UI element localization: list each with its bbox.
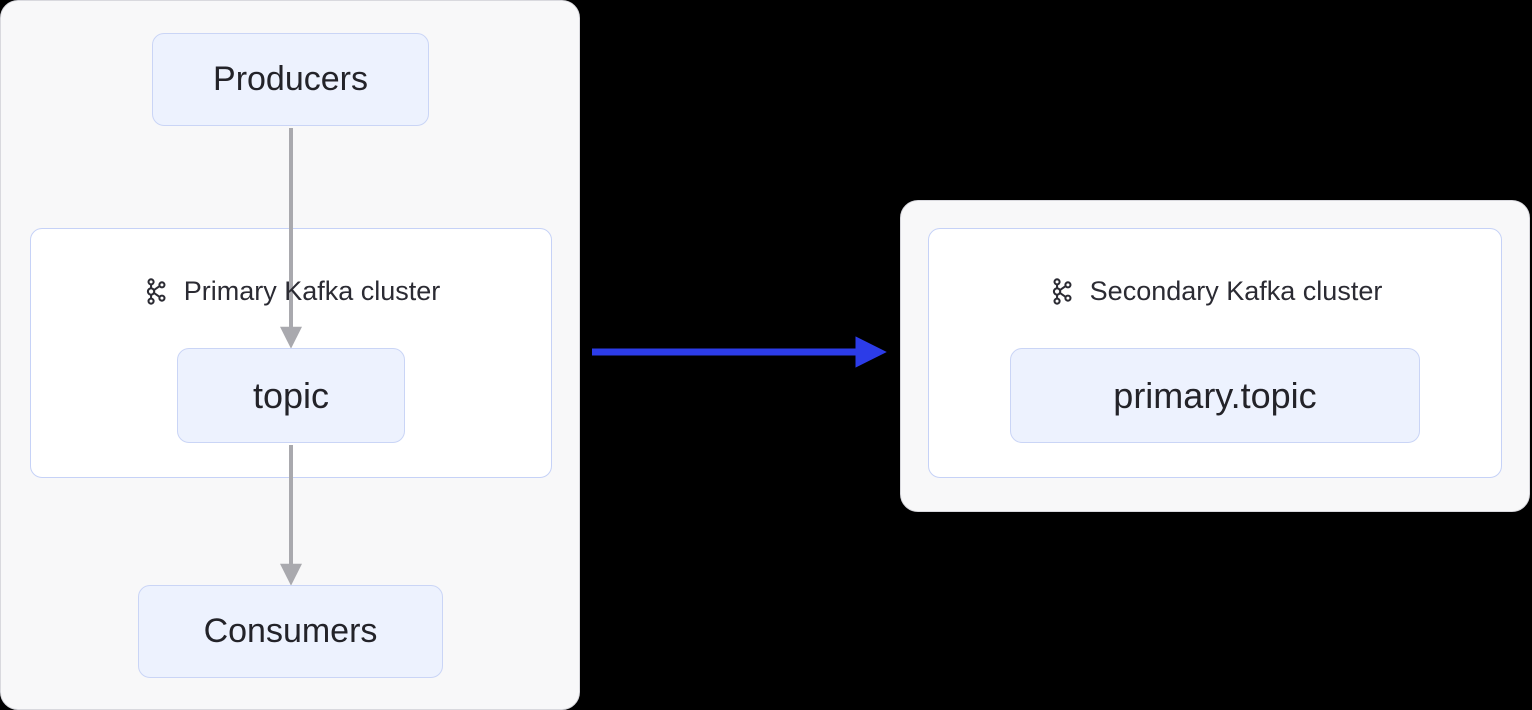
topic-node: topic (177, 348, 405, 443)
consumers-label: Consumers (203, 612, 378, 650)
secondary-cluster-header: Secondary Kafka cluster (928, 265, 1502, 317)
topic-label: topic (252, 374, 330, 416)
kafka-icon (1048, 277, 1077, 306)
primary-topic-label: primary.topic (1113, 374, 1317, 416)
primary-topic-node: primary.topic (1010, 348, 1420, 443)
primary-cluster-header: Primary Kafka cluster (30, 265, 552, 317)
producers-node: Producers (152, 33, 429, 126)
secondary-cluster-title: Secondary Kafka cluster (1089, 275, 1383, 306)
producers-label: Producers (213, 60, 368, 98)
primary-cluster-title: Primary Kafka cluster (183, 275, 441, 306)
consumers-node: Consumers (138, 585, 443, 678)
kafka-icon (142, 277, 171, 306)
